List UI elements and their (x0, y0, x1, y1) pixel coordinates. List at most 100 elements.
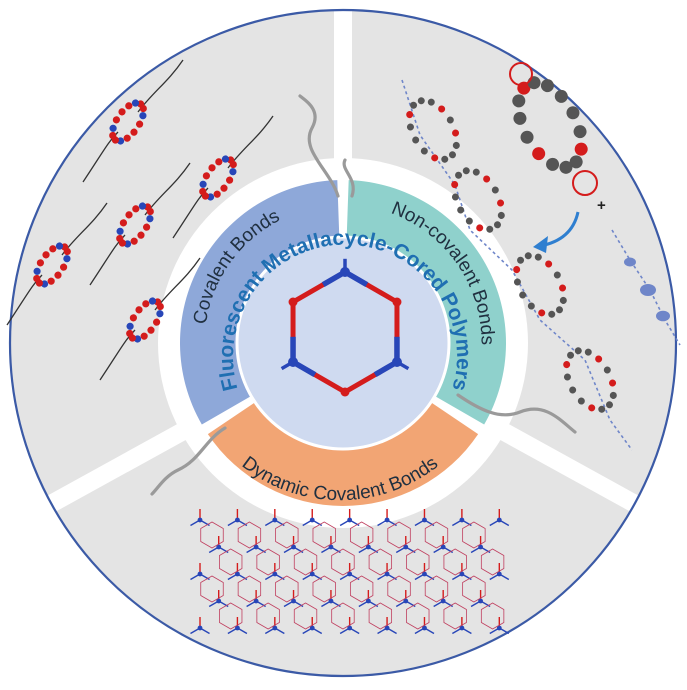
bead (142, 300, 150, 308)
polymer-chain (611, 229, 681, 346)
bead (49, 245, 57, 253)
bead (142, 223, 151, 231)
bead (446, 116, 454, 124)
bead (126, 329, 134, 338)
bead (135, 306, 143, 314)
bead (566, 106, 580, 120)
bead (156, 310, 164, 318)
bead (452, 129, 460, 137)
network-node (489, 563, 510, 581)
network-node (302, 563, 323, 581)
network-ring (443, 548, 467, 576)
noncovalent-bonds-band (346, 180, 506, 425)
node-atom (197, 571, 203, 577)
network-ring (462, 521, 486, 549)
bead (595, 355, 603, 363)
crown-ether-ring (509, 62, 533, 86)
node-atom (197, 517, 203, 523)
network-ring (256, 548, 280, 576)
macrocycle (33, 242, 71, 288)
bead (130, 128, 138, 136)
network-node (339, 617, 360, 635)
bead (559, 160, 573, 174)
polymer-tails (150, 94, 577, 496)
bead (497, 211, 505, 219)
bead (420, 147, 428, 155)
network-node (208, 590, 229, 608)
node-atom (365, 598, 371, 604)
node-atom (347, 571, 353, 577)
network-ring (349, 521, 374, 549)
bead (497, 199, 505, 207)
node-atom (272, 625, 278, 631)
bead (569, 386, 577, 394)
bead (156, 302, 164, 311)
network-node (452, 617, 472, 635)
network-ring (406, 548, 430, 576)
node-atom (478, 544, 483, 550)
network-ring (480, 602, 505, 630)
bead (54, 271, 62, 279)
network-ring (368, 602, 393, 630)
bead (63, 255, 71, 263)
bead (569, 155, 583, 169)
crown-ether-ring (572, 170, 598, 196)
network-node (264, 617, 285, 635)
network-node (264, 563, 285, 581)
ligand-node (392, 297, 402, 307)
node-atom (440, 598, 446, 604)
bead (563, 373, 571, 381)
bead (132, 205, 140, 213)
bead (406, 111, 414, 119)
network-node (489, 509, 510, 527)
network-ring (200, 575, 224, 603)
node-atom (253, 598, 259, 604)
bead (438, 105, 446, 113)
bead (555, 306, 563, 314)
bead (472, 168, 480, 176)
network-ring (312, 521, 336, 549)
bead (410, 101, 418, 109)
node-atom (309, 517, 315, 523)
node-atom (496, 517, 502, 523)
node-atom (291, 544, 296, 550)
bead (577, 397, 585, 405)
bead (123, 134, 131, 142)
network-ring (200, 521, 224, 549)
bead (534, 253, 542, 261)
bead (109, 124, 117, 132)
network-ring (349, 575, 374, 603)
macrocycle (512, 76, 588, 174)
macrocycle (199, 155, 237, 201)
bead (146, 207, 154, 216)
ligand-stub (280, 360, 294, 371)
ligand-node (340, 387, 350, 397)
network-ring (275, 575, 299, 603)
bead (116, 227, 124, 235)
bead (451, 193, 459, 201)
bead (129, 314, 138, 322)
bead (63, 247, 71, 256)
bead (215, 158, 223, 166)
bead (603, 366, 611, 374)
bead (609, 379, 617, 387)
bead (519, 291, 527, 299)
network-node (358, 590, 379, 608)
node-atom (235, 625, 240, 631)
network-node (414, 617, 435, 635)
network-ring (312, 575, 336, 603)
bond-type-ring (180, 180, 506, 507)
bead (116, 234, 124, 243)
bead (427, 98, 435, 106)
bead (584, 348, 592, 356)
bead (125, 102, 133, 110)
bead (545, 260, 553, 268)
network-node (489, 617, 510, 635)
bead (656, 310, 670, 322)
network-ring (293, 548, 318, 576)
bead (605, 401, 613, 409)
bead (146, 215, 154, 223)
node-atom (496, 571, 502, 577)
bead (493, 221, 501, 229)
